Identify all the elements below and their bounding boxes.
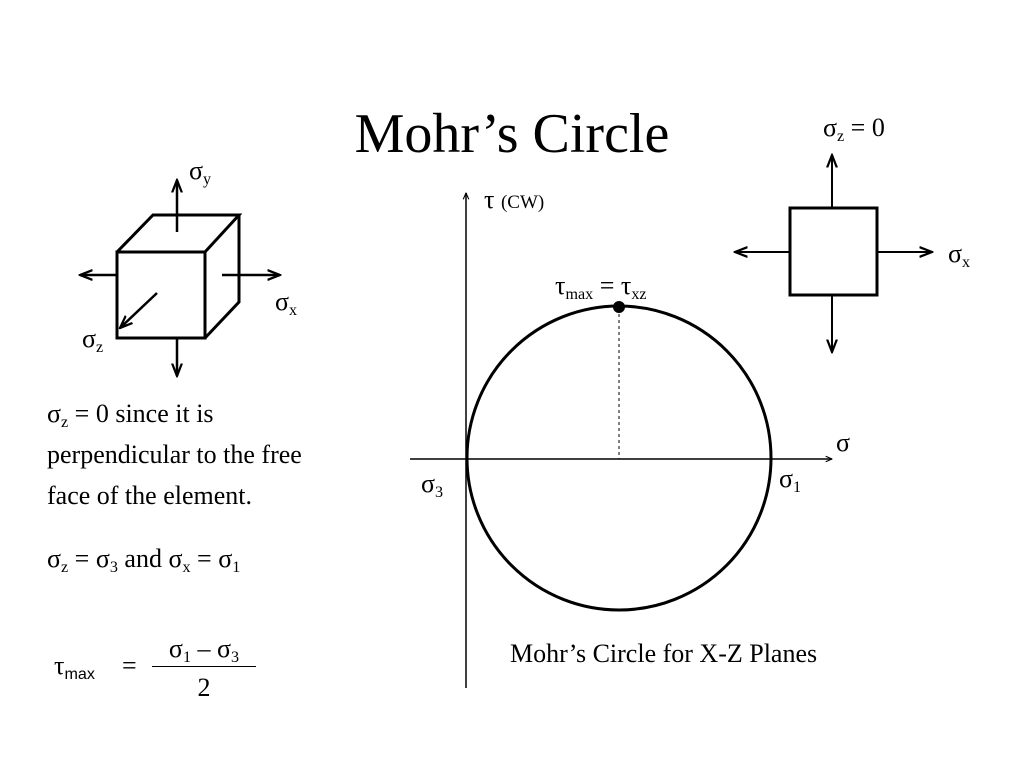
note-line-1: σz = 0 since it is — [47, 399, 214, 431]
tau-max-label: τmax = τxz — [555, 271, 647, 303]
cube-label-sigma-x: σx — [275, 287, 298, 319]
page-title: Mohr’s Circle — [354, 103, 670, 165]
cube-top-face — [115, 213, 243, 254]
plane-element-square — [788, 206, 879, 297]
formula-lhs: τmax — [54, 651, 95, 683]
note-line-3: face of the element. — [47, 481, 252, 510]
cube-side-face — [203, 215, 241, 340]
plane-condition-label: σz = 0 — [823, 113, 885, 145]
mohr-plot — [410, 193, 832, 688]
plane-label-sigma-x: σx — [948, 239, 971, 271]
fraction-bar — [152, 666, 256, 667]
tau-axis-label: τ (CW) — [484, 185, 545, 214]
sigma1-label: σ1 — [779, 464, 802, 496]
tau-max-point — [613, 301, 625, 313]
note-line-2: perpendicular to the free — [47, 440, 302, 469]
cube-label-sigma-y: σy — [189, 156, 212, 188]
formula-numerator: σ1 – σ3 — [168, 634, 240, 666]
plot-caption: Mohr’s Circle for X-Z Planes — [510, 639, 818, 668]
formula-denominator: 2 — [197, 673, 211, 702]
formula-fraction: σ1 – σ3 2 — [150, 634, 258, 703]
stress-cube — [80, 180, 280, 376]
sigma-axis-label: σ — [836, 428, 851, 457]
plane-element — [735, 155, 932, 352]
sigma3-label: σ3 — [421, 469, 444, 501]
formula-equals: = — [122, 651, 137, 680]
equality-statement: σz = σ3 and σx = σ1 — [47, 544, 241, 576]
cube-front-face — [115, 250, 207, 340]
cube-label-sigma-z: σz — [82, 324, 104, 356]
cube-arrow-sigma-z — [120, 292, 158, 328]
